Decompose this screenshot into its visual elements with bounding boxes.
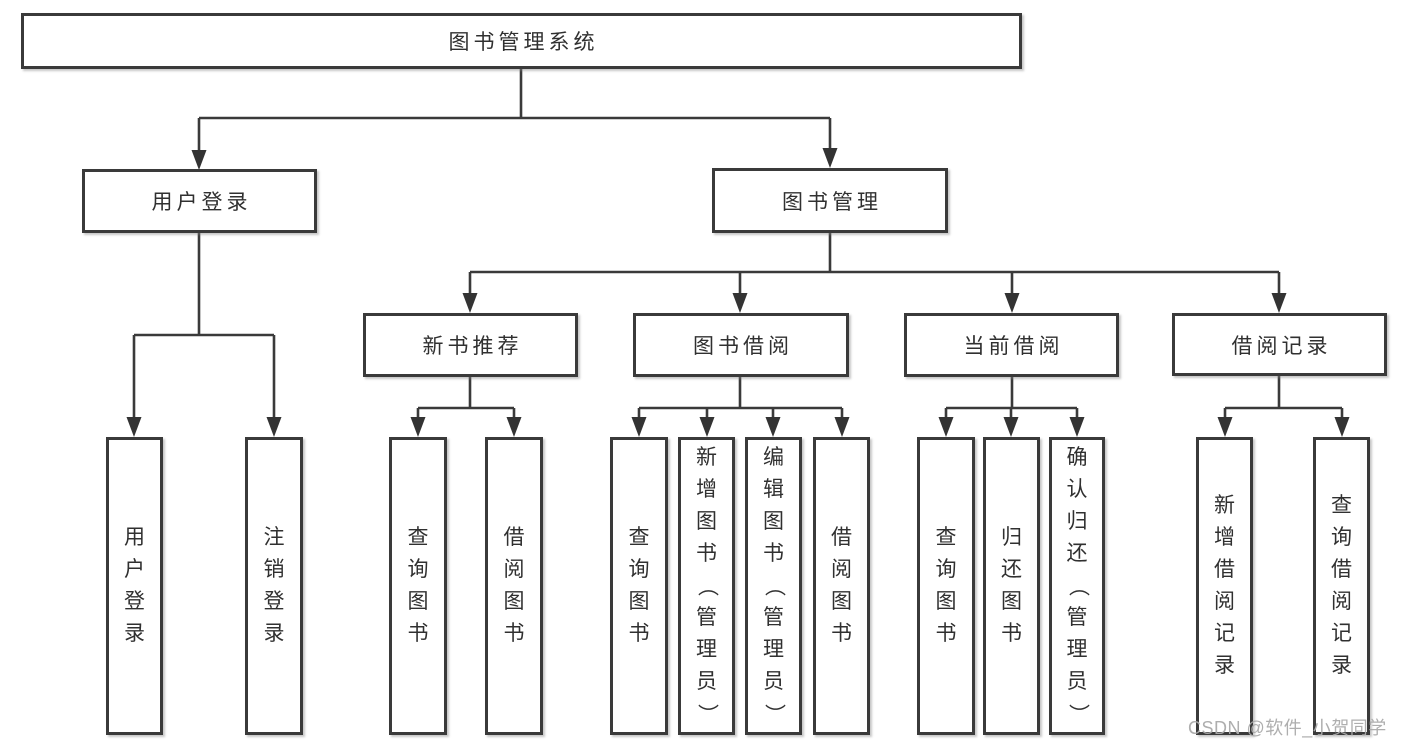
leaf-query-books-current: 查询图书	[917, 437, 975, 735]
leaf-add-books-admin: 新增图书（管理员）	[678, 437, 735, 735]
leaf-add-borrow-record: 新增借阅记录	[1196, 437, 1253, 735]
leaf-return-books: 归还图书	[983, 437, 1040, 735]
leaf-user-login: 用户登录	[106, 437, 163, 735]
node-book-management-module: 图书管理	[712, 168, 948, 233]
leaf-query-books-recommend: 查询图书	[389, 437, 447, 735]
leaf-edit-books-admin: 编辑图书（管理员）	[745, 437, 802, 735]
node-user-login-module: 用户登录	[82, 169, 317, 233]
leaf-borrow-books-recommend: 借阅图书	[485, 437, 543, 735]
csdn-watermark: CSDN @软件_小贺同学	[1188, 718, 1387, 738]
leaf-query-books-borrowing: 查询图书	[610, 437, 668, 735]
node-book-borrowing: 图书借阅	[633, 313, 849, 377]
node-root-book-management-system: 图书管理系统	[21, 13, 1022, 69]
leaf-logout: 注销登录	[245, 437, 303, 735]
node-new-book-recommendation: 新书推荐	[363, 313, 578, 377]
node-current-borrowing: 当前借阅	[904, 313, 1119, 377]
leaf-borrow-books-borrowing: 借阅图书	[813, 437, 870, 735]
node-borrowing-records: 借阅记录	[1172, 313, 1387, 376]
leaf-confirm-return-admin: 确认归还（管理员）	[1049, 437, 1105, 735]
leaf-query-borrow-record: 查询借阅记录	[1313, 437, 1370, 735]
